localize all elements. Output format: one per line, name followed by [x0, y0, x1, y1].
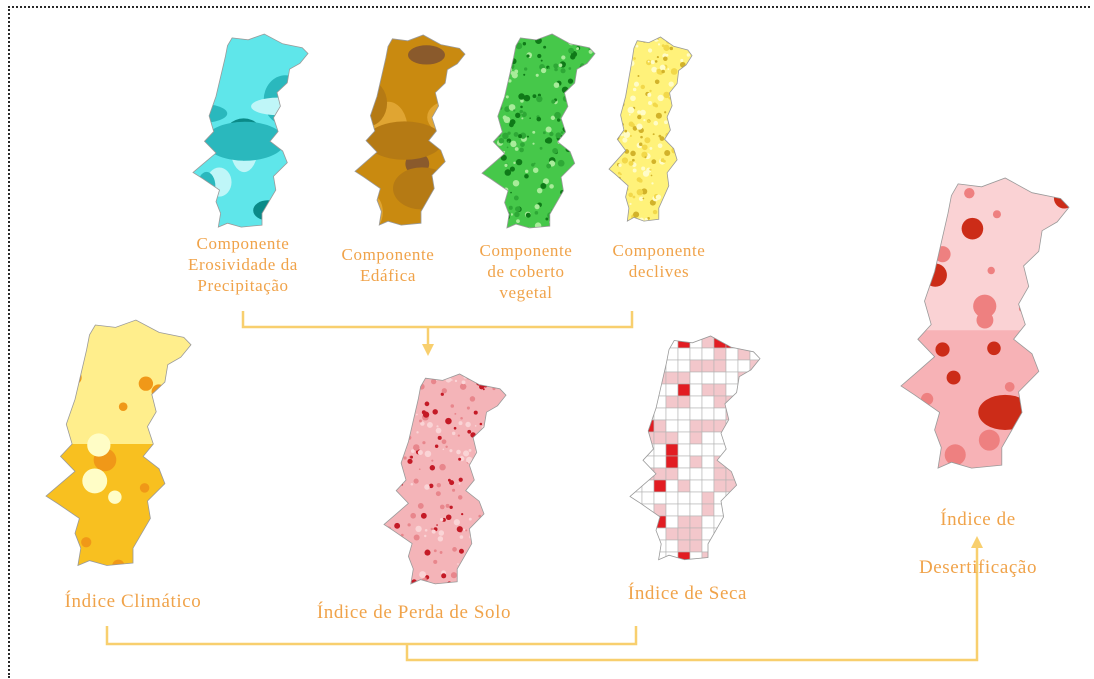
label-coberto: Componente de coberto vegetal — [479, 241, 573, 302]
label-seca: Índice de Seca — [627, 583, 748, 604]
map-perda-solo — [383, 373, 507, 585]
map-erosividade — [192, 33, 309, 228]
map-climatico — [45, 319, 192, 567]
label-desertificacao: Índice de Desertificação — [893, 484, 1063, 580]
indices-to-desertificacao-arrow — [405, 536, 983, 662]
indices-bracket — [105, 626, 638, 646]
map-coberto — [481, 33, 596, 229]
label-climatico: Índice Climático — [64, 591, 202, 612]
map-edafica — [354, 34, 466, 226]
map-seca — [629, 335, 761, 561]
map-desertificacao — [900, 177, 1070, 469]
label-desertificacao-line1: Índice de — [940, 509, 1016, 530]
dotted-frame-left — [8, 6, 10, 678]
dotted-frame-top — [8, 6, 1090, 8]
label-perda-solo: Índice de Perda de Solo — [316, 602, 512, 623]
label-desertificacao-line2: Desertificação — [918, 557, 1038, 578]
label-edafica: Componente Edáfica — [341, 245, 435, 285]
components-bracket — [241, 311, 634, 329]
label-declives: Componente declives — [612, 241, 706, 281]
label-erosividade: Componente Erosividade da Precipitação — [188, 234, 298, 295]
map-declives — [608, 36, 693, 222]
